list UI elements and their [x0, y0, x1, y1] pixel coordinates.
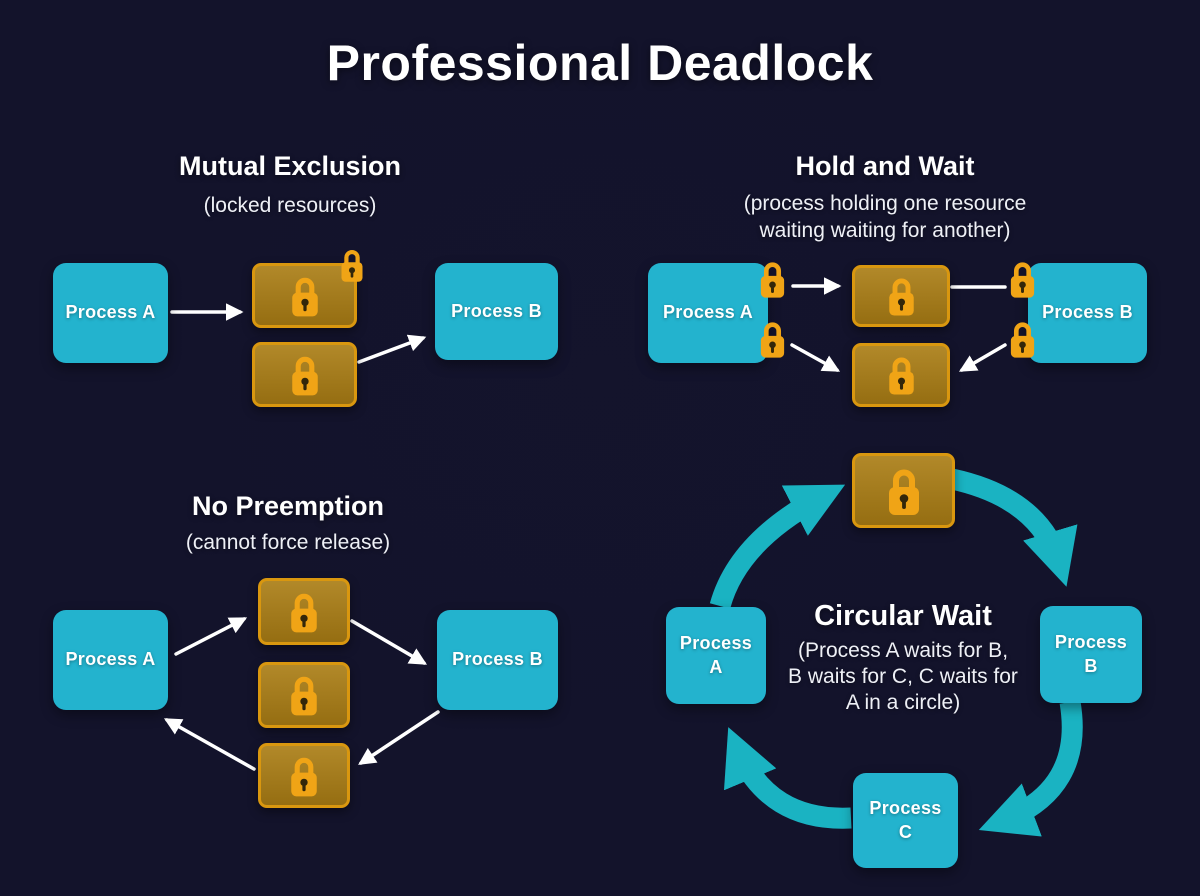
arrow-cw-processA-to-lock — [709, 484, 846, 610]
arrow-np-processA-to-resource1 — [174, 617, 248, 656]
lock-badge-icon — [338, 246, 366, 284]
lock-icon — [287, 753, 321, 799]
arrow-hw-processA-to-resource2 — [790, 343, 841, 372]
me-resource-box-1 — [252, 263, 357, 328]
cw-process-a-box: Process A — [666, 607, 766, 704]
circular-wait-subheading: (Process A waits for B, B waits for C, C… — [788, 639, 1018, 715]
me-resource-box-2 — [252, 342, 357, 407]
np-process-b-box: Process B — [437, 610, 558, 710]
no-preemption-heading: No Preemption — [191, 491, 385, 521]
lock-icon — [287, 589, 321, 635]
me-process-a-box: Process A — [53, 263, 168, 363]
arrow-np-processB-to-resource3 — [358, 710, 440, 765]
mutual-exclusion-heading: Mutual Exclusion — [178, 151, 402, 181]
hw-resource-box-2 — [852, 343, 950, 407]
lock-icon — [288, 273, 322, 319]
arrow-cw-processB-to-processC — [978, 700, 1083, 837]
lock-icon — [287, 672, 321, 718]
lock-badge-icon — [1007, 258, 1038, 300]
hold-and-wait-heading: Hold and Wait — [795, 151, 975, 181]
hold-and-wait-subheading: (process holding one resource waiting wa… — [743, 192, 1027, 243]
lock-icon — [885, 353, 918, 397]
lock-badge-icon — [757, 318, 788, 360]
arrow-me-resource2-to-processB — [357, 334, 427, 364]
cw-process-c-box: Process C — [853, 773, 958, 868]
lock-badge-icon — [1007, 318, 1038, 360]
hw-process-b-box: Process B — [1028, 263, 1147, 363]
arrow-cw-processC-to-processA — [724, 727, 852, 829]
cw-resource-box — [852, 453, 955, 528]
np-resource-box-1 — [258, 578, 350, 645]
page-title: Professional Deadlock — [326, 35, 874, 91]
arrow-hw-processB-to-resource2 — [958, 343, 1007, 372]
no-preemption-subheading: (cannot force release) — [185, 531, 391, 554]
me-process-b-box: Process B — [435, 263, 558, 360]
arrow-np-resource1-to-processB — [350, 619, 428, 665]
mutual-exclusion-subheading: (locked resources) — [203, 194, 377, 217]
lock-icon — [884, 464, 924, 518]
circular-wait-heading: Circular Wait — [814, 600, 992, 632]
hw-resource-box-1 — [852, 265, 950, 327]
np-process-a-box: Process A — [53, 610, 168, 710]
arrow-cw-lock-to-processB — [949, 468, 1078, 587]
lock-icon — [288, 352, 322, 398]
lock-icon — [885, 274, 918, 318]
hw-process-a-box: Process A — [648, 263, 768, 363]
lock-badge-icon — [757, 258, 788, 300]
cw-process-b-box: Process B — [1040, 606, 1142, 703]
np-resource-box-2 — [258, 662, 350, 728]
np-resource-box-3 — [258, 743, 350, 808]
arrow-np-resource3-to-processA — [163, 718, 256, 771]
